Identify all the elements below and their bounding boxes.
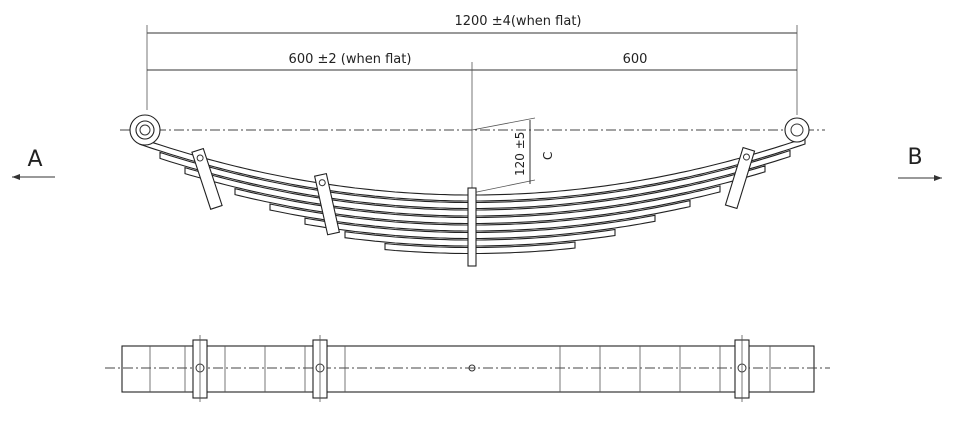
camber-ref-label: C (541, 152, 555, 160)
half-length-left-label: 600 ±2 (when flat) (289, 52, 412, 67)
half-length-dimension: 600 ±2 (when flat) 600 (147, 52, 797, 265)
view-b-label: B (907, 145, 922, 170)
arrow-left-icon (12, 174, 20, 180)
plan-center-bolt (468, 364, 476, 372)
clamp-2 (313, 172, 341, 236)
camber-dimension: 120 ±5 C (471, 117, 555, 194)
view-a-marker: A (12, 147, 55, 180)
plan-clamp-2 (312, 335, 328, 402)
clamps (191, 146, 756, 236)
camber-label: 120 ±5 (513, 132, 527, 176)
leaf-5 (269, 199, 691, 232)
plan-view (105, 335, 830, 402)
clamp-1 (191, 147, 223, 210)
overall-length-label: 1200 ±4(when flat) (454, 14, 581, 29)
leaf-8 (384, 241, 576, 255)
center-bolt (467, 187, 477, 267)
leaf-4 (234, 185, 721, 225)
overall-length-dimension: 1200 ±4(when flat) (146, 14, 798, 115)
plan-clamp-1 (192, 335, 208, 402)
leaf-6 (304, 214, 656, 240)
clamp-3 (724, 146, 756, 210)
right-eye (784, 117, 810, 143)
plan-clamp-3 (734, 335, 750, 402)
leaf-7 (344, 228, 616, 247)
leaf-2 (159, 149, 791, 210)
half-length-right-label: 600 (623, 52, 648, 67)
view-a-label: A (27, 147, 42, 172)
arrow-right-icon (934, 175, 942, 181)
leaf-1 (139, 137, 806, 202)
view-b-marker: B (898, 145, 942, 181)
left-eye (129, 114, 161, 146)
